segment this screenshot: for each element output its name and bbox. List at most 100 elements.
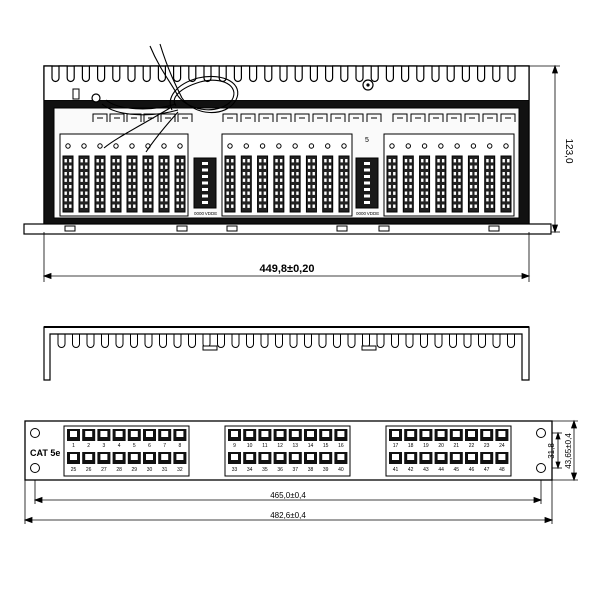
idc-slot [502, 185, 505, 189]
idc-contact-block [94, 155, 106, 213]
label-strip-slot [364, 188, 370, 191]
idc-slot [176, 204, 179, 208]
port-number-top: 10 [247, 443, 253, 449]
idc-slot [279, 185, 283, 189]
idc-slot [128, 191, 131, 195]
idc-slot [388, 198, 391, 202]
rj45-opening [161, 454, 169, 460]
idc-slot [69, 172, 72, 176]
cat-label: CAT 5e [30, 448, 60, 458]
idc-slot [112, 185, 115, 189]
center-mark: 5 [365, 137, 369, 144]
cable-holder-15 [392, 113, 408, 122]
idc-slot [165, 165, 168, 169]
idc-slot [144, 165, 147, 169]
idc-slot [393, 191, 396, 195]
idc-slot [324, 165, 327, 169]
idc-slot [117, 178, 120, 182]
idc-slot [112, 165, 115, 169]
idc-slot [133, 159, 136, 163]
idc-slot [404, 172, 408, 176]
mount-hole-top-right-icon [536, 428, 546, 438]
idc-slot [112, 191, 115, 195]
idc-slot [393, 178, 396, 182]
idc-slot [85, 185, 88, 189]
port-number-top: 2 [87, 443, 90, 449]
idc-slot [176, 185, 179, 189]
idc-slot [128, 178, 131, 182]
idc-slot [149, 185, 152, 189]
idc-slot [328, 204, 332, 208]
idc-contact-block [257, 155, 269, 213]
idc-slot [96, 172, 99, 176]
idc-slot [133, 191, 136, 195]
idc-slot [69, 178, 72, 182]
port-number-top: 20 [438, 443, 444, 449]
module-mark-right: VDDE [367, 211, 380, 216]
idc-slot [469, 185, 473, 189]
rj45-opening [100, 454, 108, 460]
idc-slot [112, 178, 115, 182]
idc-slot [453, 204, 457, 208]
rj45-opening [100, 431, 108, 437]
idc-slot [441, 165, 445, 169]
idc-slot [226, 198, 229, 202]
idc-slot [307, 198, 311, 202]
idc-slot [453, 172, 457, 176]
idc-slot [469, 172, 473, 176]
label-strip-slot [202, 168, 208, 172]
idc-slot [409, 172, 412, 176]
module-screw-icon [97, 143, 103, 149]
port-number-bottom: 42 [408, 467, 414, 473]
module-screw-icon [259, 143, 266, 149]
idc-slot [312, 165, 315, 169]
idc-slot [85, 178, 88, 182]
idc-slot [96, 204, 99, 208]
rj45-opening [307, 454, 314, 460]
module-screw-icon [389, 143, 395, 149]
idc-slot [307, 204, 311, 208]
module-screw-icon [129, 143, 135, 149]
idc-slot [181, 204, 184, 208]
rear-dimensions [42, 64, 560, 282]
idc-slot [128, 185, 131, 189]
idc-slot [388, 204, 391, 208]
cable-holder-9 [276, 113, 292, 122]
idc-slot [226, 165, 229, 169]
label-strip-slot [202, 162, 208, 165]
idc-contact-block [402, 155, 414, 213]
port-number-bottom: 43 [423, 467, 429, 473]
idc-slot [328, 178, 332, 182]
idc-slot [296, 159, 299, 163]
idc-slot [328, 198, 332, 202]
idc-contact-block [451, 155, 463, 213]
idc-slot [340, 178, 343, 182]
idc-slot [160, 159, 163, 163]
idc-slot [324, 185, 327, 189]
mount-hole-bottom-left-icon [30, 463, 40, 473]
idc-slot [112, 204, 115, 208]
rj45-opening [115, 454, 123, 460]
idc-slot [149, 204, 152, 208]
idc-slot [160, 178, 163, 182]
idc-slot [490, 172, 494, 176]
idc-slot [437, 198, 440, 202]
idc-slot [279, 204, 283, 208]
idc-slot [486, 165, 489, 169]
idc-slot [165, 159, 168, 163]
port-number-bottom: 36 [277, 467, 283, 473]
rj45-opening [291, 431, 299, 437]
module-mark-left: 0000 [194, 211, 205, 216]
idc-slot [345, 159, 348, 163]
rj45-opening [146, 431, 153, 437]
idc-slot [128, 159, 131, 163]
idc-slot [425, 178, 429, 182]
jack-height-dimension: 31,8 [547, 443, 556, 459]
idc-slot [96, 198, 99, 202]
idc-slot [247, 185, 250, 189]
idc-slot [144, 185, 147, 189]
idc-slot [437, 165, 440, 169]
cable-holder-18 [446, 113, 462, 122]
idc-slot [345, 198, 348, 202]
